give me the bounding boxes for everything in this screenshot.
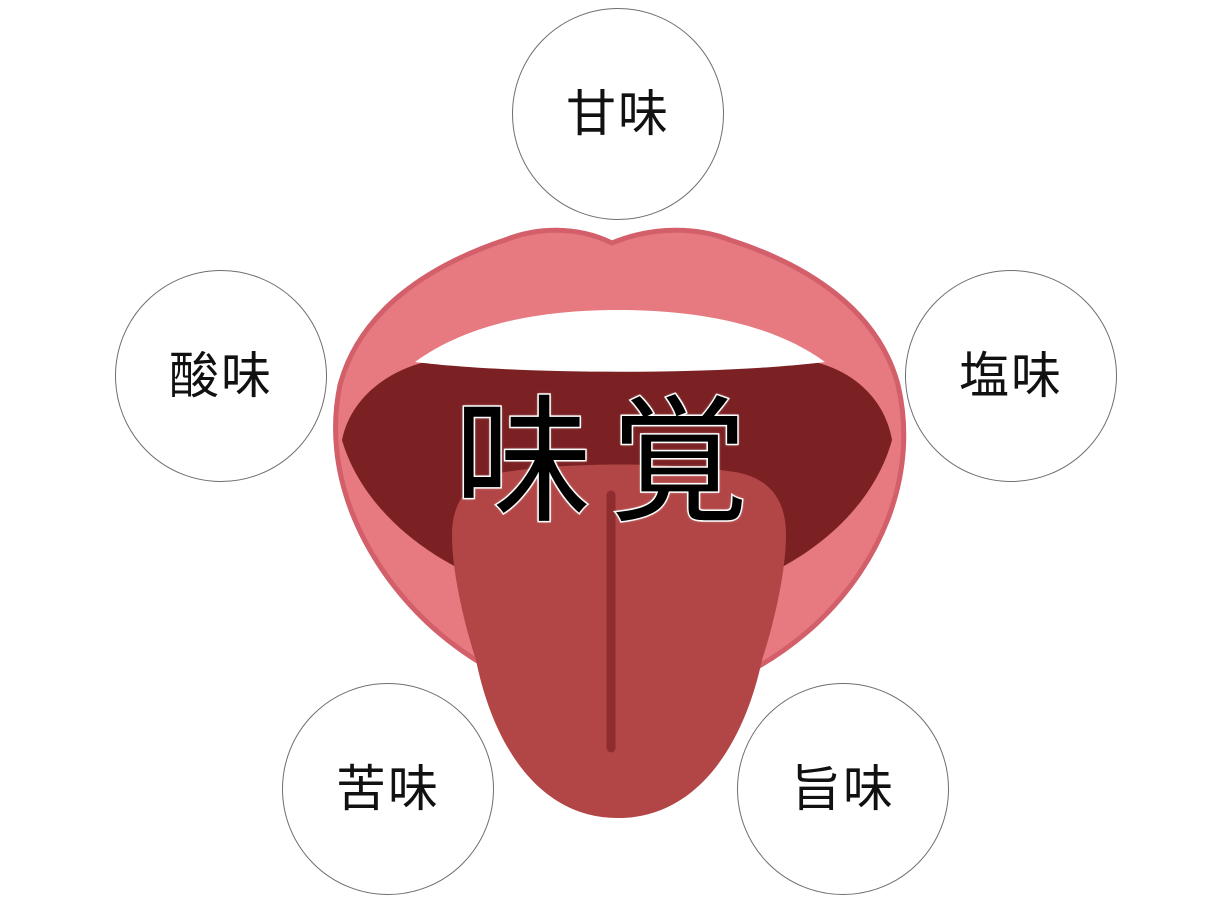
taste-label-sweet: 甘味 [566,85,670,143]
taste-circle-salty: 塩味 [905,270,1117,482]
teeth [415,310,825,372]
taste-label-sour: 酸味 [169,347,273,405]
taste-label-umami: 旨味 [791,760,895,818]
taste-label-bitter: 苦味 [336,760,440,818]
taste-circle-sour: 酸味 [115,270,327,482]
taste-label-salty: 塩味 [959,347,1063,405]
main-title: 味覚 [430,378,790,548]
taste-circle-umami: 旨味 [737,683,949,895]
main-title-text: 味覚 [452,382,766,543]
taste-circle-bitter: 苦味 [282,683,494,895]
taste-circle-sweet: 甘味 [512,8,724,220]
tongue [452,464,786,818]
